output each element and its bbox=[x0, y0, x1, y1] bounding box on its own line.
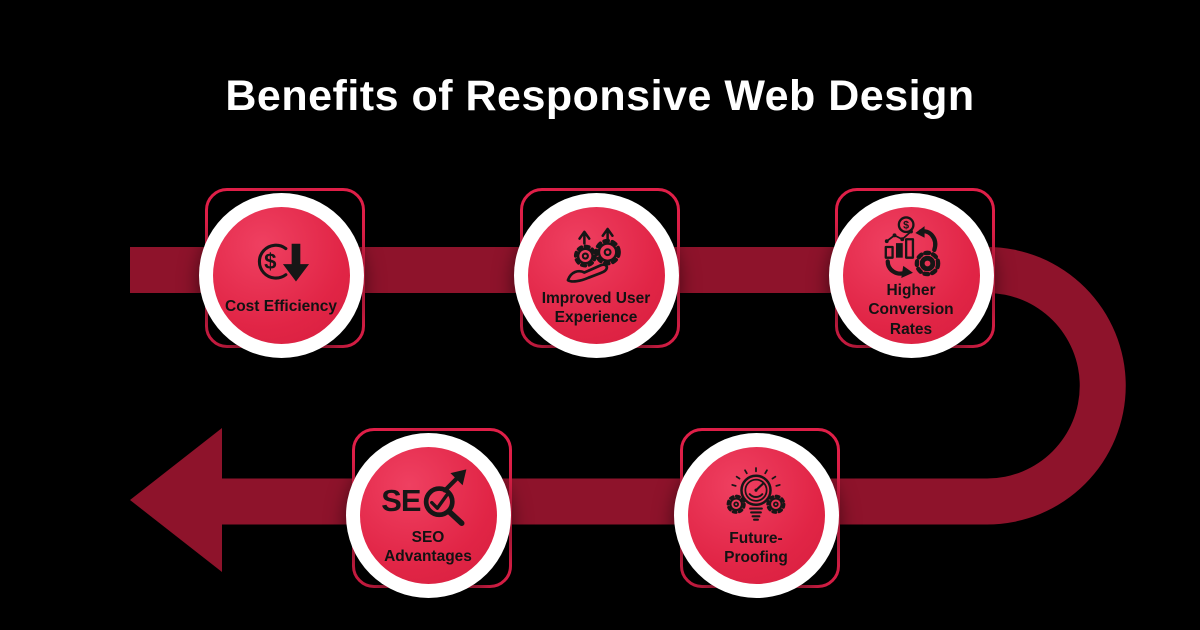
arrow-shaft-glyph bbox=[442, 475, 460, 493]
arrow-head-glyph bbox=[450, 469, 467, 485]
chart-dollar-cycle-gear-icon: $ bbox=[884, 216, 941, 278]
node-label: SEO Advantages bbox=[384, 528, 472, 565]
node-label: Future-Proofing bbox=[724, 529, 788, 566]
node-disc: Future-Proofing bbox=[687, 446, 825, 584]
hand-glyph bbox=[566, 263, 609, 283]
node-label: Cost Efficiency bbox=[225, 298, 337, 316]
seo-letters-glyph: SE bbox=[381, 483, 421, 518]
check-trend-glyph bbox=[430, 493, 449, 510]
node-disc: SE SEO Advantages bbox=[359, 446, 497, 584]
gear-glyph bbox=[729, 497, 744, 511]
cycle-arrow-glyph bbox=[885, 259, 907, 276]
gear-glyph bbox=[768, 497, 783, 511]
node-seo-advantages: SE SEO Advantages bbox=[345, 428, 512, 598]
node-ring: Future-Proofing bbox=[673, 432, 839, 598]
dollar-glyph: $ bbox=[264, 249, 277, 274]
node-improved-user-experience: Improved User Experience bbox=[513, 188, 680, 358]
node-label: Improved User Experience bbox=[541, 289, 651, 326]
page-title: Benefits of Responsive Web Design bbox=[225, 72, 975, 120]
gear-glyph bbox=[919, 255, 936, 272]
node-ring: $ Higher Conversion Rates bbox=[828, 192, 994, 358]
node-disc: $ Higher Conversion Rates bbox=[842, 206, 980, 344]
rays-glyph bbox=[731, 466, 781, 487]
node-higher-conversion-rates: $ Higher Conversion Rates bbox=[828, 188, 995, 358]
down-arrow-glyph bbox=[282, 244, 310, 282]
dollar-coin-down-arrow-icon: $ bbox=[257, 244, 310, 282]
magnifier-handle-glyph bbox=[446, 508, 465, 526]
bulb-base-glyph bbox=[749, 507, 763, 521]
magnifier-lens-glyph bbox=[423, 485, 455, 517]
seo-magnifier-growth-arrow-icon: SE bbox=[381, 469, 467, 526]
up-arrow-glyph bbox=[578, 230, 591, 245]
up-arrow-glyph bbox=[601, 227, 614, 242]
dollar-glyph: $ bbox=[903, 220, 909, 232]
trend-line-glyph bbox=[885, 230, 912, 242]
hand-holding-gears-up-arrows-icon bbox=[566, 227, 621, 283]
clock-bulb-gears-icon bbox=[726, 466, 786, 521]
node-ring: Improved User Experience bbox=[513, 192, 679, 358]
node-future-proofing: Future-Proofing bbox=[673, 428, 840, 598]
node-ring: $ Cost Efficiency bbox=[198, 192, 364, 358]
node-label: Higher Conversion Rates bbox=[868, 281, 954, 338]
node-disc: Improved User Experience bbox=[527, 206, 665, 344]
node-ring: SE SEO Advantages bbox=[345, 432, 511, 598]
node-cost-efficiency: $ Cost Efficiency bbox=[198, 188, 365, 358]
node-disc: $ Cost Efficiency bbox=[212, 206, 350, 344]
